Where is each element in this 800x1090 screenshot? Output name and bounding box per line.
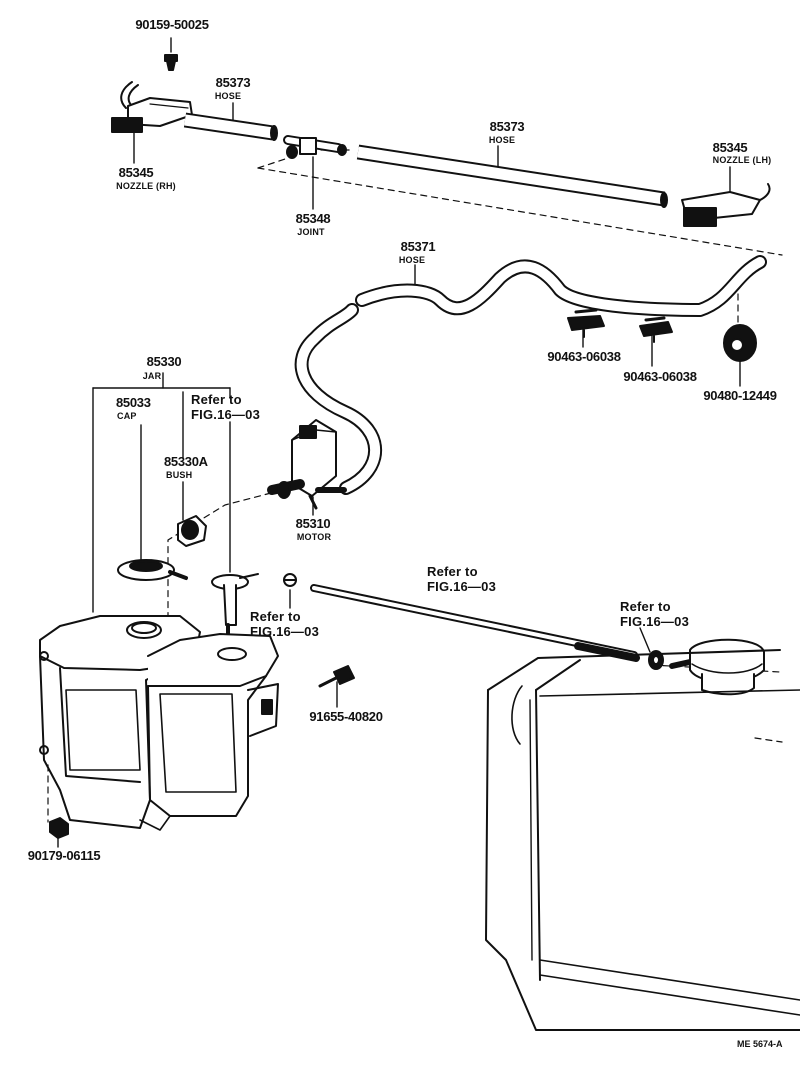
- leader-lines: [57, 37, 741, 848]
- reference-jar-line1: Refer to: [191, 392, 242, 407]
- part-number-nozzle-rh: 85345: [118, 165, 154, 180]
- motor-icon: [267, 419, 347, 510]
- screw-icon: [164, 54, 178, 71]
- radiator-icon: [485, 649, 800, 1031]
- cap-icon: [117, 559, 188, 581]
- reference-cap-line2: FIG.16—03: [620, 614, 689, 629]
- part-number-jar: 85330: [146, 354, 182, 369]
- bush-icon: [177, 515, 207, 547]
- pump-cap-icon: [211, 573, 259, 647]
- hose-center-icon: [356, 144, 668, 208]
- nut-icon: [49, 817, 69, 839]
- part-number-bush: 85330A: [164, 454, 208, 469]
- part-number-nut: 90179-06115: [27, 848, 101, 863]
- part-number-bolt: 91655-40820: [309, 709, 383, 724]
- part-name-hose-center: HOSE: [488, 135, 516, 145]
- rod-icon: [310, 584, 640, 662]
- hose-left-icon: [183, 112, 278, 141]
- grommet-icon: [723, 324, 757, 362]
- part-name-jar: JAR: [142, 371, 162, 381]
- figure-code: ME 5674-A: [737, 1039, 783, 1049]
- part-name-hose-long: HOSE: [398, 255, 426, 265]
- reference-pump-line1: Refer to: [250, 609, 301, 624]
- joint-icon: [283, 135, 347, 159]
- part-name-hose-left: HOSE: [214, 91, 242, 101]
- jar-icon: [39, 615, 279, 831]
- part-number-hose-left: 85373: [215, 75, 251, 90]
- reference-pump-line2: FIG.16—03: [250, 624, 319, 639]
- part-number-clamp-1: 90463-06038: [547, 349, 621, 364]
- bolt-icon: [318, 665, 355, 688]
- part-name-nozzle-rh: NOZZLE (RH): [116, 181, 176, 191]
- clip-icon: [283, 573, 297, 587]
- part-number-hose-center: 85373: [489, 119, 525, 134]
- part-name-nozzle-lh: NOZZLE (LH): [712, 155, 772, 165]
- part-number-motor: 85310: [295, 516, 331, 531]
- part-name-motor: MOTOR: [296, 532, 332, 542]
- reference-cap-line1: Refer to: [620, 599, 671, 614]
- nozzle-lh-icon: [681, 183, 771, 227]
- part-number-cap: 85033: [116, 395, 151, 410]
- part-number-screw-top: 90159-50025: [135, 17, 209, 32]
- clamp-icon-1: [567, 308, 605, 338]
- reference-jar-line2: FIG.16—03: [191, 407, 260, 422]
- clamp-icon-2: [639, 316, 673, 343]
- part-number-clamp-2: 90463-06038: [623, 369, 697, 384]
- part-number-nozzle-lh: 85345: [712, 140, 748, 155]
- part-name-cap: CAP: [117, 411, 137, 421]
- part-name-bush: BUSH: [166, 470, 193, 480]
- hose-long-icon: [294, 255, 767, 495]
- reference-rod-line2: FIG.16—03: [427, 579, 496, 594]
- hose-clip-icon: [648, 650, 664, 670]
- part-number-joint: 85348: [295, 211, 331, 226]
- reference-rod-line1: Refer to: [427, 564, 478, 579]
- part-number-hose-long: 85371: [400, 239, 436, 254]
- part-name-joint: JOINT: [297, 227, 325, 237]
- nozzle-rh-icon: [111, 81, 193, 133]
- part-number-grommet: 90480-12449: [703, 388, 777, 403]
